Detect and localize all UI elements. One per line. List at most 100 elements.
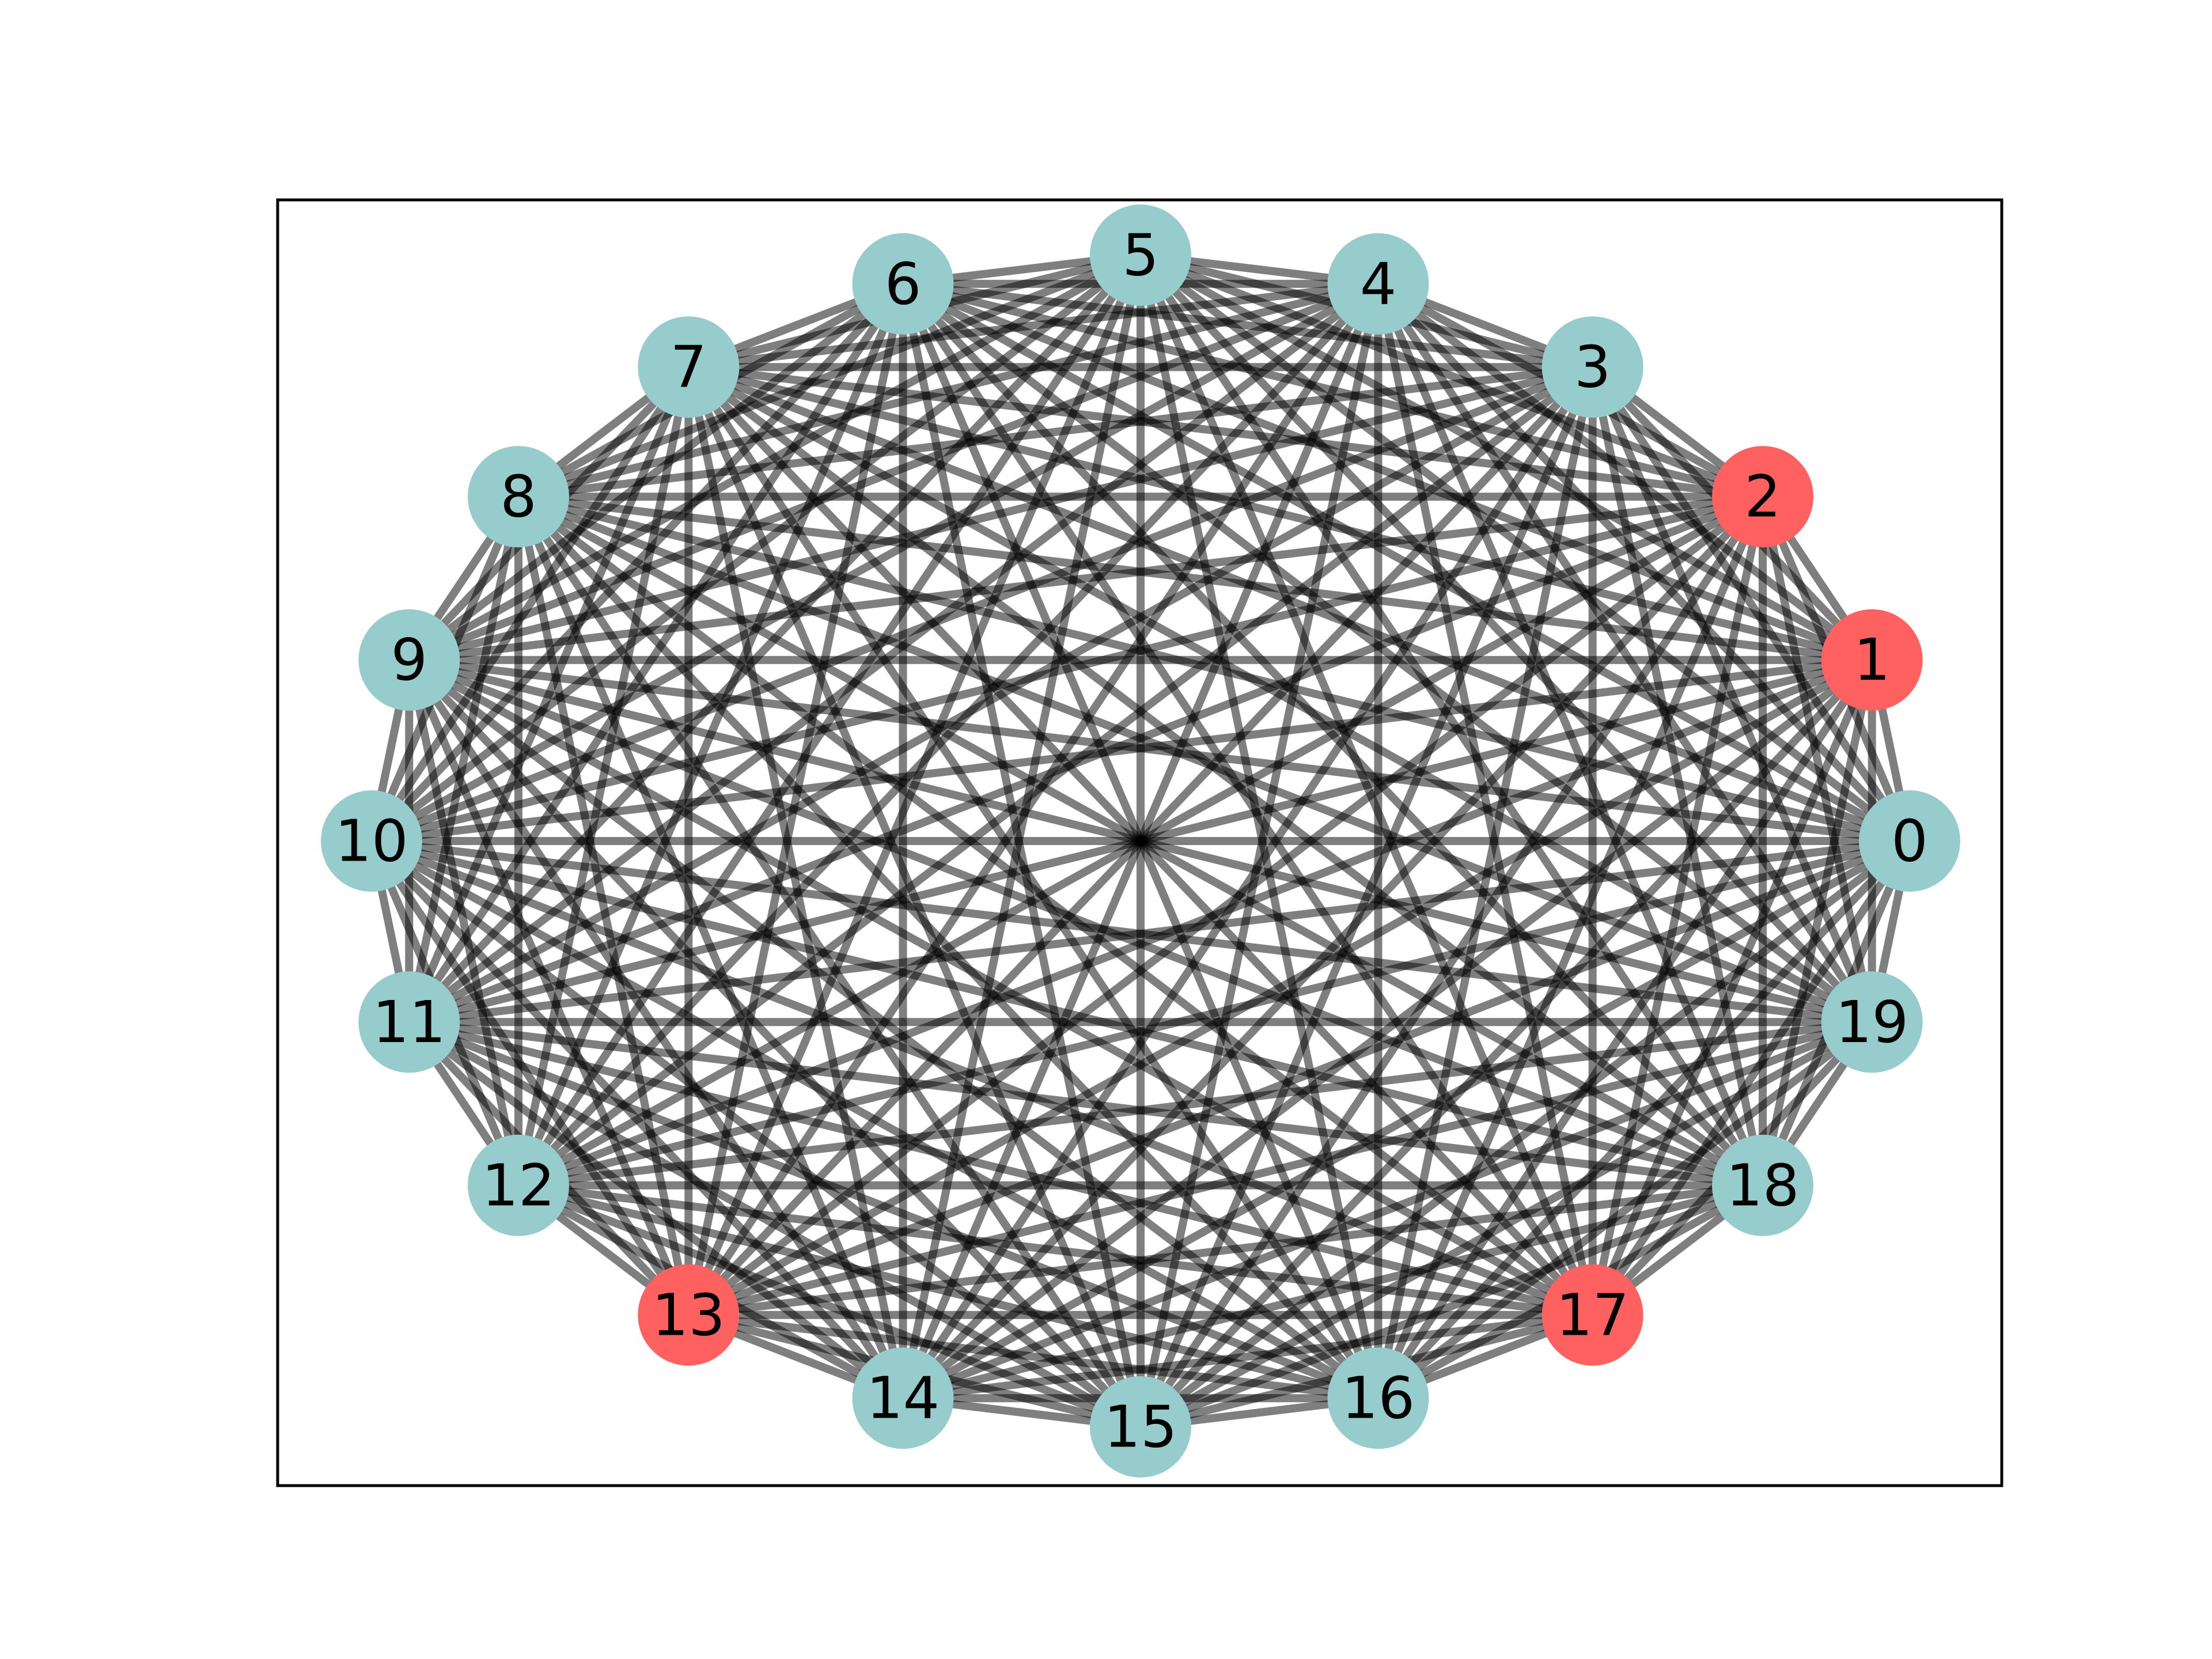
graph-edge: [518, 1018, 1873, 1190]
graph-edge: [1374, 282, 1767, 1187]
graph-edge: [1589, 365, 1913, 843]
node-circle: [468, 1134, 569, 1236]
graph-edge: [371, 656, 1873, 845]
graph-edge: [686, 363, 1874, 1026]
graph-node: 1: [1821, 609, 1923, 711]
graph-edge: [371, 837, 1873, 1027]
node-label: 11: [373, 988, 446, 1056]
graph-edge: [406, 657, 1144, 1430]
graph-edge: [405, 658, 692, 1317]
node-label: 2: [1744, 463, 1781, 531]
node-label: 0: [1891, 808, 1928, 875]
graph-node: 17: [1541, 1264, 1643, 1366]
graph-edge: [516, 363, 1595, 1189]
graph-node: 0: [1859, 790, 1960, 892]
node-circle: [638, 316, 740, 418]
node-circle: [358, 971, 460, 1073]
graph-edge: [517, 493, 1874, 1026]
graph-edge: [1139, 1181, 1764, 1431]
node-circle: [1821, 971, 1923, 1073]
node-label: 9: [391, 626, 427, 694]
graph-edge: [407, 1018, 1143, 1431]
graph-edge: [902, 1310, 1593, 1403]
graph-edge: [368, 365, 692, 843]
graph-node: 11: [358, 971, 460, 1073]
graph-node: 7: [638, 316, 740, 418]
graph-edge: [517, 1181, 1142, 1431]
graph-edge: [1138, 252, 1912, 844]
node-circle: [1712, 1134, 1813, 1236]
graph-edge: [1137, 283, 1382, 1428]
graph-node: 13: [638, 1264, 740, 1366]
graph-edge: [407, 656, 1764, 1190]
graph-edge: [370, 837, 1764, 1190]
graph-edge: [1588, 495, 1767, 1316]
graph-edge: [407, 493, 1764, 1026]
graph-edge: [1138, 838, 1912, 1430]
graph-edge: [899, 283, 1145, 1428]
graph-edge: [1759, 495, 1876, 1023]
graph-edge: [408, 656, 1910, 845]
graph-edge: [900, 281, 1766, 1188]
node-label: 14: [866, 1365, 940, 1432]
graph-edge: [1374, 281, 1876, 1025]
graph-edge: [1137, 254, 1382, 1399]
graph-edge: [1376, 1018, 1874, 1402]
graph-edge: [686, 493, 1766, 1319]
graph-edge: [1138, 1018, 1874, 1431]
graph-edge: [369, 837, 1380, 1402]
node-circle: [1090, 204, 1191, 306]
graph-edge: [899, 365, 1596, 1401]
node-label: 10: [335, 808, 408, 875]
node-circle: [358, 609, 460, 711]
graph-edge: [518, 363, 1593, 501]
graph-node: 4: [1327, 233, 1429, 335]
node-label: 18: [1726, 1152, 1799, 1219]
graph-edge: [1137, 253, 1766, 1188]
node-label: 19: [1835, 988, 1908, 1056]
node-label: 16: [1342, 1365, 1415, 1432]
highlighted-node-circle: [1712, 446, 1813, 548]
node-circle: [852, 1347, 954, 1449]
graph-edge: [370, 837, 1594, 1319]
graph-edge: [518, 1181, 1593, 1319]
graph-edge: [407, 281, 906, 664]
graph-node: 2: [1712, 446, 1813, 548]
node-label: 5: [1122, 222, 1159, 289]
graph-edge: [1139, 251, 1764, 501]
node-label: 3: [1574, 334, 1611, 401]
graph-edge: [407, 1018, 906, 1402]
node-label: 12: [482, 1152, 555, 1219]
graph-edge: [1589, 839, 1913, 1317]
graph-edge: [517, 251, 1142, 501]
graph-edge: [1589, 365, 1876, 1024]
graph-node: 6: [852, 233, 954, 335]
graph-edge: [1374, 657, 1876, 1401]
graph-edge: [899, 254, 1145, 1399]
graph-node: 10: [321, 790, 422, 892]
graph-edge: [408, 1018, 1763, 1190]
node-label: 13: [652, 1281, 725, 1349]
graph-edge: [514, 495, 693, 1316]
graph-node: 9: [358, 609, 460, 711]
graph-edge: [901, 280, 1874, 664]
graph-edge: [685, 281, 1382, 1317]
graph-node: 8: [468, 446, 569, 548]
graph-edge: [688, 363, 1763, 501]
node-circle: [1327, 1347, 1429, 1449]
graph-edge: [514, 366, 693, 1187]
graph-node: 5: [1090, 204, 1191, 306]
node-circle: [1327, 233, 1429, 335]
graph-edge: [405, 659, 522, 1187]
graph-edge: [688, 1181, 1763, 1319]
graph-edge: [899, 281, 1596, 1317]
node-label: 7: [670, 334, 707, 401]
highlighted-node-circle: [1821, 609, 1923, 711]
node-circle: [321, 790, 422, 892]
graph-edge: [407, 280, 1380, 664]
graph-edge: [900, 281, 1874, 1025]
graph-edge: [514, 495, 907, 1400]
graph-edge: [368, 838, 906, 1402]
